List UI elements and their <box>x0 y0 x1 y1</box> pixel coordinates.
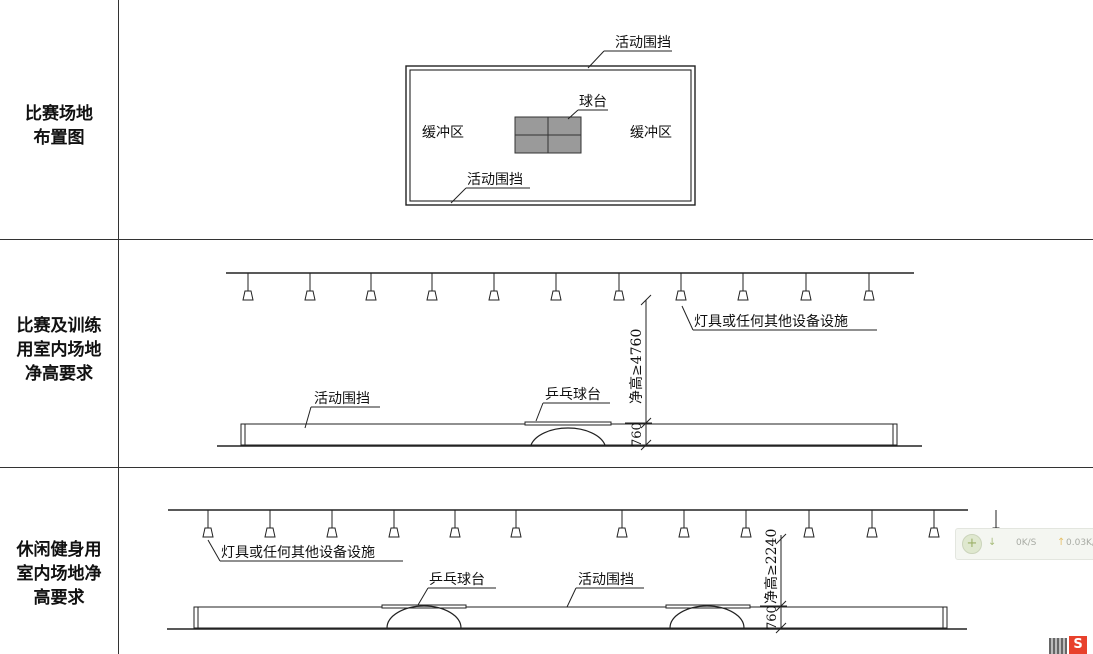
light-fixture-icon <box>737 290 749 301</box>
row-label-line: 用室内场地 <box>16 340 102 360</box>
light-fixture-icon <box>803 527 815 538</box>
lights-label: 灯具或任何其他设备设施 <box>221 544 375 561</box>
row-label-line: 净高要求 <box>25 364 93 384</box>
barrier-label: 活动围挡 <box>314 391 370 407</box>
table-top <box>524 421 612 426</box>
table-height-label: 760 <box>630 422 645 447</box>
light-fixture-icon <box>488 290 500 301</box>
table-base <box>386 605 462 629</box>
keyboard-grid-icon[interactable] <box>1049 638 1067 654</box>
light-fixture-icon <box>675 290 687 301</box>
light-fixture-icon <box>304 290 316 301</box>
table-height-label: 760 <box>765 605 780 630</box>
row-label-line: 高要求 <box>33 588 85 608</box>
light-fixture-icon <box>678 527 690 538</box>
light-fixtures <box>242 273 875 301</box>
row-label-competition: 比赛及训练 用室内场地 净高要求 <box>0 314 118 386</box>
light-fixture-icon <box>510 527 522 538</box>
light-fixture-icon <box>202 527 214 538</box>
upload-speed: 0.03K/S <box>1066 538 1093 548</box>
light-fixtures <box>202 510 1002 538</box>
barrier-label: 活动围挡 <box>578 572 634 588</box>
network-speed-widget[interactable]: + ↓ 0K/S ↑ 0.03K/S <box>955 528 1093 560</box>
section-competition: 灯具或任何其他设备设施 活动围挡 乒乓球台 净高≥4760 760 <box>217 272 922 451</box>
table-label: 乒乓球台 <box>429 572 485 588</box>
barrier-outer <box>405 65 696 206</box>
row-label-venue-layout: 比赛场地 布置图 <box>0 102 118 150</box>
light-fixture-icon <box>242 290 254 301</box>
plan-barrier-label-bottom: 活动围挡 <box>467 172 523 188</box>
lights-label: 灯具或任何其他设备设施 <box>694 313 848 330</box>
row-label-line: 室内场地净 <box>16 564 102 584</box>
row-label-line: 布置图 <box>33 128 85 148</box>
barrier-rail <box>240 423 898 446</box>
light-fixture-icon <box>928 527 940 538</box>
light-fixture-icon <box>326 527 338 538</box>
plan-table-label: 球台 <box>579 94 607 110</box>
plan-buffer-right: 缓冲区 <box>630 125 672 141</box>
venue-plan: 活动围挡 球台 缓冲区 缓冲区 活动围挡 <box>405 35 696 206</box>
light-fixture-icon <box>426 290 438 301</box>
plan-barrier-label-top: 活动围挡 <box>615 35 671 51</box>
light-fixture-icon <box>264 527 276 538</box>
down-arrow-icon: ↓ <box>988 537 997 548</box>
clear-height-label: 净高≥2240 <box>763 529 780 604</box>
light-fixture-icon <box>613 290 625 301</box>
plus-circle-icon[interactable]: + <box>962 534 982 554</box>
row-label-leisure: 休闲健身用 室内场地净 高要求 <box>0 538 118 610</box>
row-label-line: 比赛及训练 <box>16 316 102 336</box>
download-speed: 0K/S <box>1016 538 1037 548</box>
light-fixture-icon <box>866 527 878 538</box>
up-arrow-icon: ↑ <box>1057 537 1066 548</box>
barrier-rail <box>193 606 948 629</box>
light-fixture-icon <box>863 290 875 301</box>
row-label-line: 比赛场地 <box>25 104 93 124</box>
light-fixture-icon <box>388 527 400 538</box>
system-tray: S <box>1049 636 1093 654</box>
row-label-line: 休闲健身用 <box>16 540 102 560</box>
light-fixture-icon <box>800 290 812 301</box>
light-fixture-icon <box>365 290 377 301</box>
clear-height-label: 净高≥4760 <box>628 329 645 404</box>
table-label: 乒乓球台 <box>545 387 601 403</box>
table-base <box>530 427 606 446</box>
section-leisure: 灯具或任何其他设备设施 乒乓球台 活动围挡 净高≥2240 760 <box>167 509 1002 634</box>
plan-buffer-left: 缓冲区 <box>422 125 464 141</box>
light-fixture-icon <box>449 527 461 538</box>
sogou-ime-icon[interactable]: S <box>1069 636 1087 654</box>
light-fixture-icon <box>550 290 562 301</box>
light-fixture-icon <box>740 527 752 538</box>
table-base <box>669 605 745 629</box>
light-fixture-icon <box>616 527 628 538</box>
barrier-inner <box>409 69 692 202</box>
